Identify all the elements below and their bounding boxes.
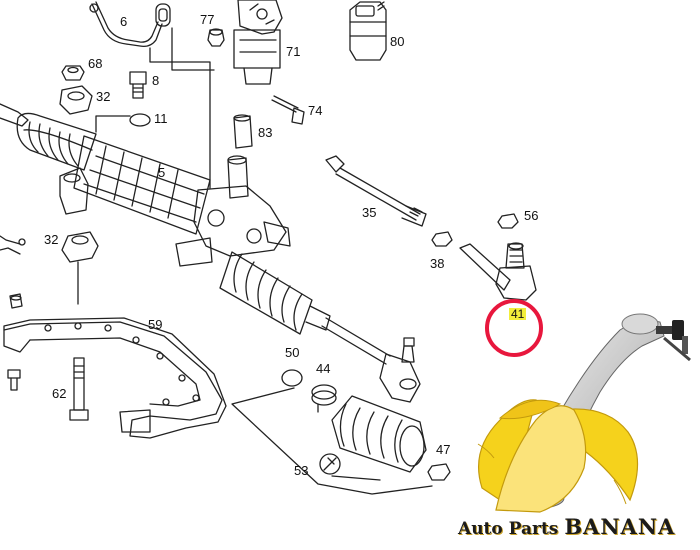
- cover-80: [349, 1, 387, 61]
- label-35: 35: [362, 205, 377, 220]
- label-56: 56: [524, 208, 539, 223]
- label-32-lower: 32: [44, 232, 59, 247]
- label-74: 74: [308, 103, 323, 118]
- crossmember-59: [3, 317, 227, 439]
- leader-5: [171, 27, 215, 71]
- clamp-50: [281, 369, 303, 387]
- label-41: 41: [509, 307, 527, 321]
- rack-boot-left: [0, 103, 97, 171]
- wrench-53: [319, 453, 341, 475]
- boot-53: [331, 395, 427, 473]
- tie-rod-end-41: [459, 242, 537, 301]
- label-44: 44: [316, 361, 331, 376]
- pipe-6: [89, 1, 171, 48]
- label-38: 38: [430, 256, 445, 271]
- label-83: 83: [258, 125, 273, 140]
- label-8: 8: [152, 73, 160, 88]
- brand-logo-text: Auto Parts BANANA: [458, 514, 675, 539]
- label-47: 47: [436, 442, 451, 457]
- washer-11: [129, 113, 151, 127]
- label-59: 59: [148, 317, 163, 332]
- label-32-upper: 32: [96, 89, 111, 104]
- leader-11: [95, 115, 131, 133]
- label-71: 71: [286, 44, 301, 59]
- banana-icon: [477, 399, 639, 513]
- nut-56: [497, 213, 519, 229]
- clamp-44: [311, 384, 337, 406]
- nut-68: [61, 65, 85, 81]
- label-6: 6: [120, 14, 128, 29]
- label-11: 11: [154, 111, 168, 126]
- bolt-74: [271, 95, 305, 125]
- inner-tie-rod-35: [325, 155, 427, 227]
- label-68: 68: [88, 56, 103, 71]
- rack-housing: [59, 135, 211, 235]
- bolts-62: [7, 357, 89, 421]
- label-50: 50: [285, 345, 300, 360]
- mount-32-lower: [61, 231, 99, 263]
- valve-body: [175, 155, 291, 267]
- bolt-8: [129, 71, 147, 99]
- nut-77: [207, 28, 225, 47]
- rack-boot-right: [219, 251, 331, 335]
- leader-6: [149, 47, 211, 189]
- label-77: 77: [200, 12, 215, 27]
- sleeve-83: [233, 114, 253, 149]
- label-62: 62: [52, 386, 67, 401]
- highlight-circle: [485, 299, 543, 357]
- steering-joint-71: [233, 0, 283, 85]
- tie-rod-right: [321, 317, 421, 403]
- mount-32-upper: [59, 85, 93, 115]
- kit-bracket: [231, 387, 433, 495]
- label-5: 5: [158, 165, 166, 180]
- small-bolts-left: [0, 235, 26, 309]
- nut-38: [431, 231, 453, 247]
- brand-line-1: Auto Parts: [458, 519, 565, 539]
- label-53: 53: [294, 463, 309, 478]
- nut-47: [427, 463, 451, 481]
- brand-line-2: BANANA: [564, 514, 676, 539]
- label-80: 80: [390, 34, 405, 49]
